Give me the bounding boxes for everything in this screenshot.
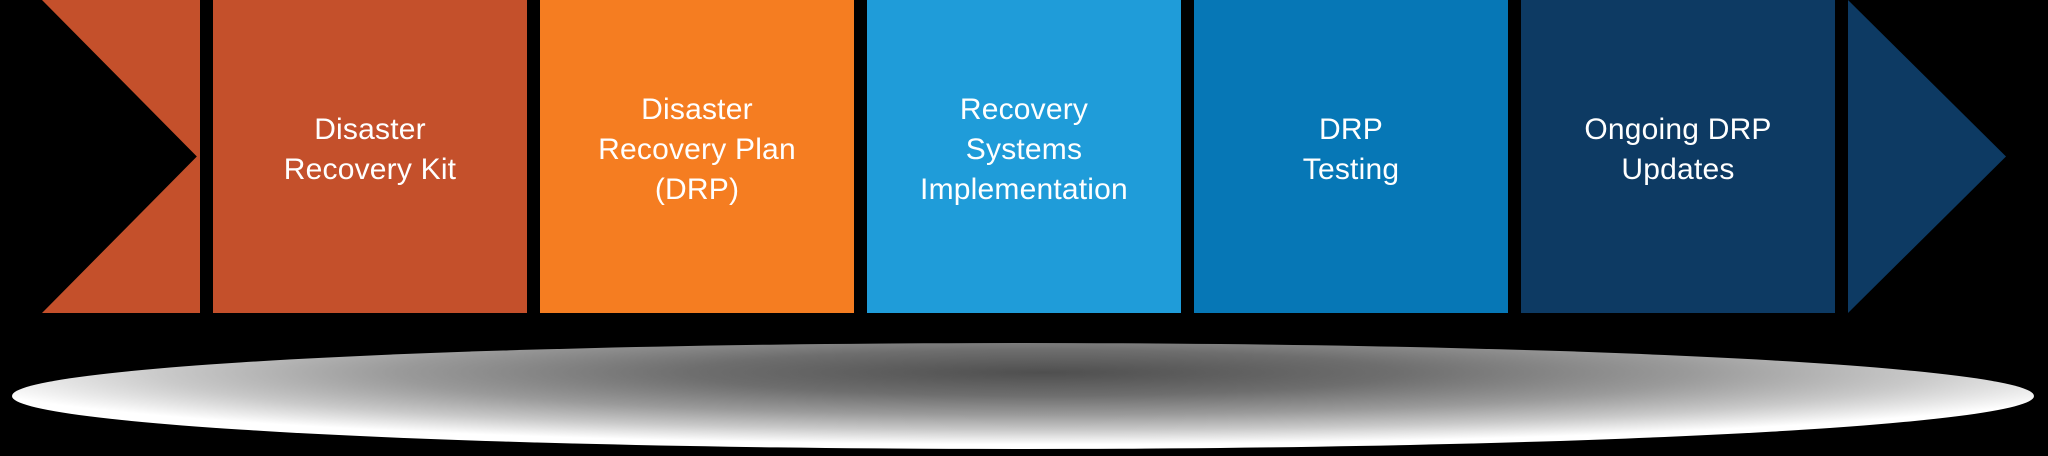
step-drp-testing: DRP Testing xyxy=(1194,0,1508,313)
arrowhead-right-icon xyxy=(1848,0,2006,313)
step-disaster-recovery-kit: Disaster Recovery Kit xyxy=(213,0,527,313)
step-label: Disaster Recovery Kit xyxy=(283,112,457,186)
step-recovery-systems-implementation: Recovery Systems Implementation xyxy=(867,0,1181,313)
step-disaster-recovery-plan: Disaster Recovery Plan (DRP) xyxy=(540,0,854,313)
step-label: Ongoing DRP Updates xyxy=(1584,112,1772,186)
step-label: DRP Testing xyxy=(1302,112,1400,186)
step-label: Disaster Recovery Plan (DRP) xyxy=(598,92,796,206)
drop-shadow-ellipse xyxy=(12,343,2034,449)
step-ongoing-drp-updates: Ongoing DRP Updates xyxy=(1521,0,1835,313)
step-label: Recovery Systems Implementation xyxy=(920,92,1128,206)
chevron-right-icon xyxy=(42,0,200,313)
